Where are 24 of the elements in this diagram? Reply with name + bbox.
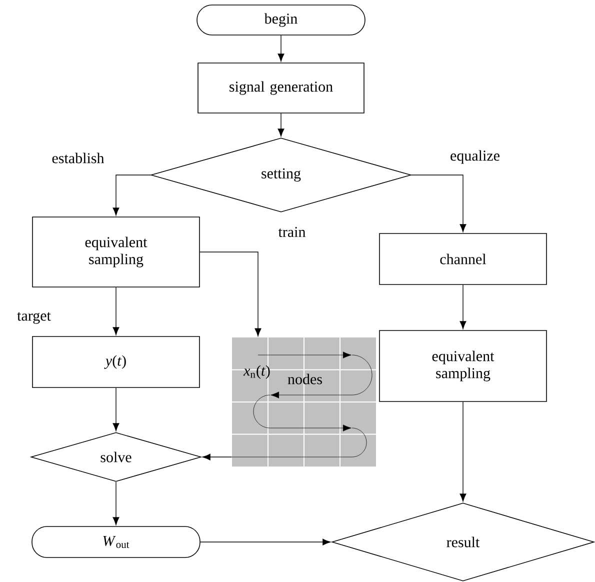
node-label: x$_{n}$(t) <box>243 365 270 379</box>
process-box: equivalent sampling <box>32 216 200 288</box>
arrow <box>202 454 232 460</box>
node-label: nodes <box>288 374 322 384</box>
arrow <box>460 402 466 502</box>
arrow <box>112 388 120 432</box>
edge-label: equalize <box>449 149 501 165</box>
process-box: equivalent sampling <box>379 330 547 402</box>
process-box: y(t) <box>32 336 200 388</box>
reservoir-grid <box>232 337 376 467</box>
edge-label: train <box>277 226 307 238</box>
arrow <box>460 284 466 330</box>
arrow <box>112 482 120 526</box>
arrow <box>200 538 331 546</box>
arrow <box>112 287 120 336</box>
process-box: signal generation <box>198 62 364 114</box>
process-box: channel <box>379 233 547 285</box>
arrow <box>278 113 284 137</box>
edge-label: target <box>16 311 52 325</box>
arrow <box>200 252 262 336</box>
arrow <box>278 35 284 62</box>
edge-label: establish <box>50 152 106 164</box>
arrow <box>411 174 466 232</box>
arrow <box>112 174 151 216</box>
